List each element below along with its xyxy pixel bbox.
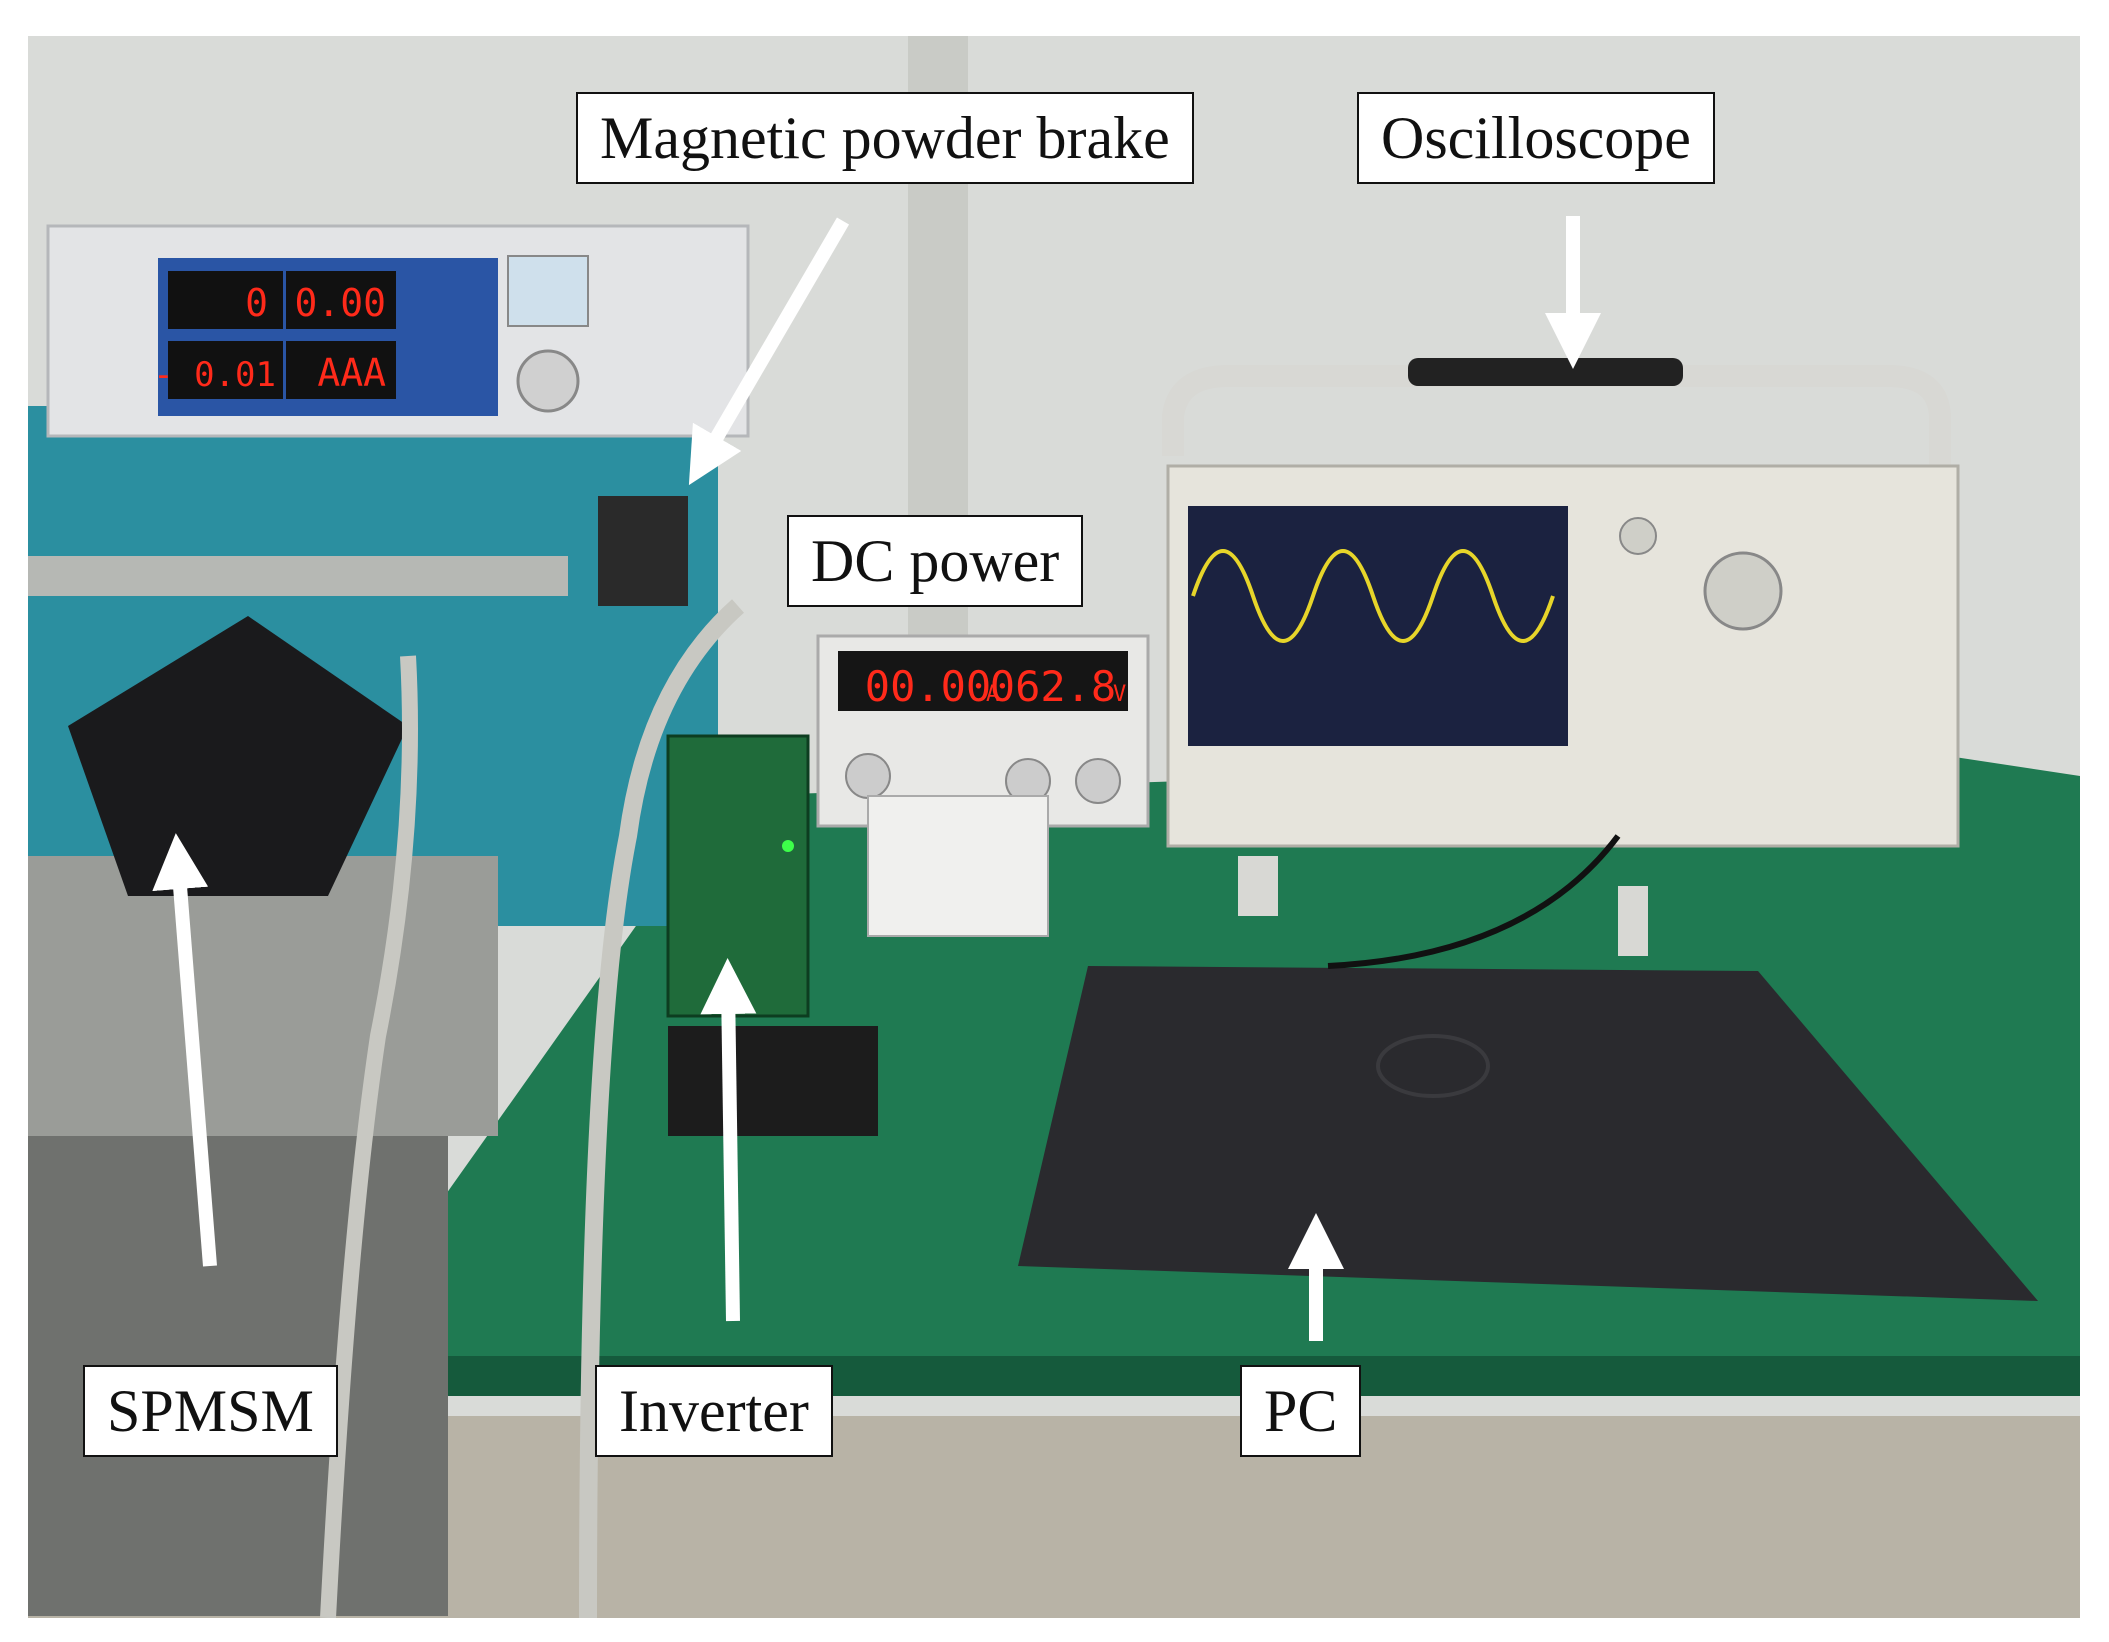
board-led xyxy=(782,840,794,852)
laptop-logo xyxy=(1376,1034,1490,1098)
dc-current-readout: 00.00 xyxy=(865,662,991,711)
label-spmsm: SPMSM xyxy=(83,1365,338,1457)
debugger-box xyxy=(668,1026,878,1136)
label-magnetic-powder-brake: Magnetic powder brake xyxy=(576,92,1194,184)
controller-readout-2: 0.00 xyxy=(294,281,386,325)
dc-current-unit: A xyxy=(986,682,999,707)
brake-controller: 0 0.00 - 0.01 AAA xyxy=(46,224,750,438)
scope-screen xyxy=(1188,506,1568,746)
rig-frame xyxy=(28,556,568,596)
rig-base xyxy=(28,856,498,1136)
controller-knob xyxy=(516,349,580,413)
scope-waveform xyxy=(1191,549,1555,643)
laptop xyxy=(1018,966,2038,1301)
label-inverter: Inverter xyxy=(595,1365,833,1457)
controller-readout-1: 0 xyxy=(245,281,268,325)
dc-voltage-unit: V xyxy=(1113,682,1126,707)
photo-scene: 0 0.00 - 0.01 AAA 00.00 A 062.8 V xyxy=(28,36,2080,1618)
cable xyxy=(579,599,744,1618)
label-pc: PC xyxy=(1240,1365,1362,1457)
cable xyxy=(1327,834,1621,969)
fan-grille xyxy=(598,496,688,606)
inverter-board xyxy=(666,734,810,1018)
dc-voltage-readout: 062.8 xyxy=(990,662,1116,711)
motor-body xyxy=(68,616,408,896)
arrow-brake xyxy=(688,217,850,486)
label-dc-power: DC power xyxy=(787,515,1084,607)
controller-readout-3: - 0.01 xyxy=(153,355,276,395)
controller-readout-4: AAA xyxy=(317,351,386,395)
arrow-inverter xyxy=(700,958,757,1322)
oscilloscope-device xyxy=(1162,358,1960,956)
cable xyxy=(320,655,418,1618)
label-oscilloscope: Oscilloscope xyxy=(1357,92,1715,184)
dc-power-supply: 00.00 A 062.8 V xyxy=(816,634,1150,828)
arrow-motor xyxy=(152,833,217,1267)
circuit-breaker xyxy=(867,795,1049,937)
